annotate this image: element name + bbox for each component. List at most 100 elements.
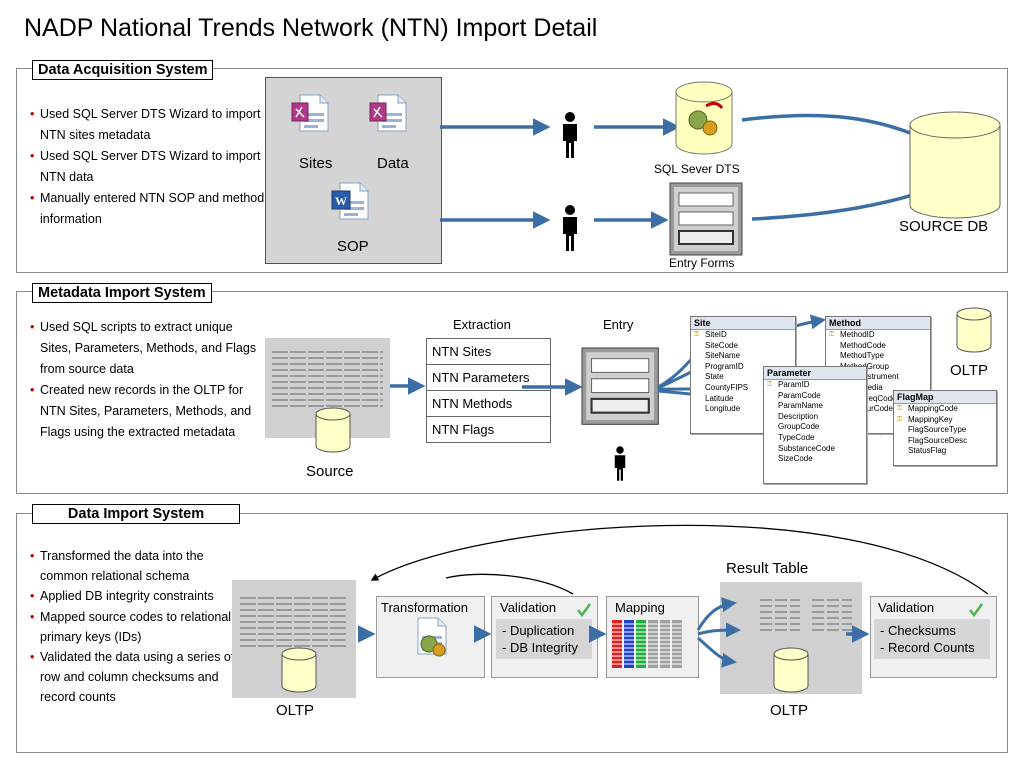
mapping-title: Mapping [615,600,665,615]
oltp-label-left: OLTP [276,702,315,719]
source-cylinder [315,407,351,453]
validation-checks-2: - Checksums - Record Counts [874,619,990,659]
flagmap-field: MappingKey [894,415,996,426]
parameter-table-name: Parameter [764,367,866,380]
person-icon [614,446,626,481]
validation-checks-1: - Duplication - DB Integrity [496,619,592,659]
extraction-item: NTN Sites [427,339,550,365]
site-field: SiteCode [705,340,738,350]
metadata-bullet: Used SQL scripts to extract unique Sites… [30,317,265,380]
validation-title-2: Validation [878,600,935,615]
extraction-item: NTN Flags [432,422,495,437]
site-field: State [705,372,724,382]
flagmap-table: FlagMap MappingCode MappingKey FlagSourc… [893,390,997,466]
dataimport-bullet: Applied DB integrity constraints [30,586,250,606]
flagmap-field: FlagSourceDesc [908,435,968,445]
feedback-arrow [370,524,989,595]
dataimport-bullets: Transformed the data into the common rel… [28,546,250,708]
site-field: ProgramID [705,361,744,371]
validation-check: - Record Counts [880,640,975,655]
site-field: SiteID [691,330,795,341]
parameter-field: ParamName [778,401,823,411]
source-label: Source [306,463,354,480]
parameter-field: Description [778,411,819,421]
mapping-color-columns [612,620,682,668]
flagmap-field: StatusFlag [908,446,947,456]
dataimport-bullet: Mapped source codes to relational primar… [30,607,250,647]
method-field: SampFreqCode [840,393,897,403]
transformation-icon [417,617,447,657]
data-file-icon [369,94,407,132]
validation-check: - Checksums [880,623,956,638]
source-db-cylinder [909,111,1001,219]
extraction-item: NTN Methods [427,391,550,417]
sites-file-icon [291,94,329,132]
entry-title: Entry [603,317,634,332]
page-title: NADP National Trends Network (NTN) Impor… [24,14,598,42]
extraction-title: Extraction [453,317,511,332]
feedback-arrow [445,573,574,595]
validation-check: - Duplication [502,623,575,638]
parameter-field: ParamCode [778,390,821,400]
check-icon [577,603,592,618]
transformation-title: Transformation [381,600,468,615]
dataimport-bullet: Validated the data using a series of row… [30,647,250,708]
sql-dts-icon [675,81,733,155]
parameter-field: ParamID [764,380,866,391]
svg-text:W: W [335,194,347,208]
flow-arrow [696,597,737,631]
parameter-field: SubstanceCode [778,443,835,453]
acquisition-bullet: Used SQL Server DTS Wizard to import NTN… [30,146,265,188]
method-field: MethodCode [840,340,886,350]
entry-forms-label: Entry Forms [669,256,735,270]
data-import-label: Data Import System [32,504,240,524]
result-table-title: Result Table [726,560,809,577]
source-db-label: SOURCE DB [899,218,989,235]
data-acquisition-label: Data Acquisition System [32,60,214,80]
sop-word-file-icon: W [331,182,369,220]
oltp-data-sheet [232,580,356,698]
oltp-label-right: OLTP [770,702,809,719]
parameter-field: SizeCode [778,454,813,464]
entry-form-icon [580,346,660,426]
person-icon [563,205,577,251]
extraction-list: NTN Sites NTN Parameters NTN Methods NTN… [426,338,551,443]
parameter-table: Parameter ParamID ParamCode ParamName De… [763,366,867,484]
metadata-bullet: Created new records in the OLTP for NTN … [30,380,265,443]
site-table-name: Site [691,317,795,330]
site-field: SiteName [705,351,741,361]
oltp-cylinder-left [281,647,317,693]
dataimport-bullet: Transformed the data into the common rel… [30,546,250,586]
site-field: Longitude [705,404,741,414]
oltp-label-metadata: OLTP [950,362,989,379]
validation-title-1: Validation [500,600,557,615]
validation-check: - DB Integrity [502,640,578,655]
site-field: CountyFIPS [705,382,749,392]
entry-form-icon [669,182,743,256]
parameter-field: TypeCode [778,432,815,442]
site-field: Latitude [705,393,734,403]
flagmap-table-name: FlagMap [894,391,996,404]
flagmap-field: MappingCode [894,404,996,415]
flagmap-field: FlagSourceType [908,425,967,435]
flow-arrow [697,622,741,638]
sop-file-label: SOP [337,238,369,255]
method-field: SampInstrument [840,372,899,382]
acquisition-bullet: Used SQL Server DTS Wizard to import NTN… [30,104,265,146]
method-field: MethodID [826,330,930,341]
oltp-cylinder-metadata [956,307,992,353]
extraction-item: NTN Parameters [427,365,550,391]
oltp-cylinder-right [773,647,809,693]
method-field: MethodType [840,351,885,361]
check-icon [969,603,984,618]
parameter-field: GroupCode [778,422,820,432]
flow-arrow [697,636,737,668]
metadata-import-label: Metadata Import System [32,283,212,303]
method-table-name: Method [826,317,930,330]
sites-file-label: Sites [299,155,333,172]
data-file-label: Data [377,155,409,172]
acquisition-bullet: Manually entered NTN SOP and method info… [30,188,265,230]
sql-dts-label: SQL Sever DTS [654,162,740,176]
acquisition-bullets: Used SQL Server DTS Wizard to import NTN… [28,104,265,230]
person-icon [563,112,577,158]
